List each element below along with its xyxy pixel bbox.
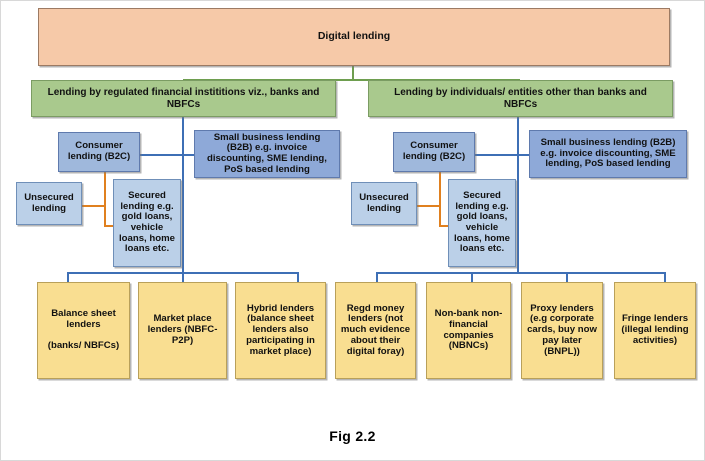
connector-root-horizontal — [183, 79, 520, 81]
connector-left-consumer-stem — [104, 172, 106, 187]
node-digital-lending[interactable]: Digital lending — [38, 8, 670, 66]
node-lending-by-regulated-institutions[interactable]: Lending by regulated financial instititi… — [31, 80, 336, 117]
connector-right-to-b2b — [517, 154, 530, 156]
connector-root-stem — [352, 66, 354, 80]
node-regd-money-lenders[interactable]: Regd money lenders (not much evidence ab… — [335, 282, 416, 379]
node-right-small-business-lending-b2b[interactable]: Small business lending (B2B) e.g. invoic… — [529, 130, 687, 178]
node-right-consumer-lending-b2c[interactable]: Consumer lending (B2C) — [393, 132, 475, 172]
connector-left-to-b2b — [182, 154, 195, 156]
node-left-unsecured-lending[interactable]: Unsecured lending — [16, 182, 82, 225]
node-lending-by-individuals-entities[interactable]: Lending by individuals/ entities other t… — [368, 80, 673, 117]
connector-left-trunk — [182, 117, 184, 273]
connector-left-leaf-drop-3 — [297, 272, 299, 282]
node-proxy-lenders[interactable]: Proxy lenders (e.g corporate cards, buy … — [521, 282, 603, 379]
connector-right-leaf-drop-3 — [566, 272, 568, 282]
node-left-secured-lending[interactable]: Secured lending e.g. gold loans, vehicle… — [113, 179, 181, 267]
node-left-consumer-lending-b2c[interactable]: Consumer lending (B2C) — [58, 132, 140, 172]
node-left-small-business-lending-b2b[interactable]: Small business lending (B2B) e.g. invoic… — [194, 130, 340, 178]
node-hybrid-lenders[interactable]: Hybrid lenders (balance sheet lenders al… — [235, 282, 326, 379]
connector-right-leaf-drop-4 — [664, 272, 666, 282]
node-non-bank-non-financial-companies[interactable]: Non-bank non-financial companies (NBNCs) — [426, 282, 511, 379]
node-balance-sheet-lenders[interactable]: Balance sheet lenders (banks/ NBFCs) — [37, 282, 130, 379]
connector-left-to-unsecured — [81, 205, 106, 207]
connector-left-to-secured — [104, 225, 114, 227]
connector-right-to-secured — [439, 225, 449, 227]
connector-left-leaf-drop-1 — [67, 272, 69, 282]
connector-left-leaf-drop-2 — [182, 272, 184, 282]
node-right-unsecured-lending[interactable]: Unsecured lending — [351, 182, 417, 225]
connector-right-leaf-bar — [376, 272, 666, 274]
connector-left-to-consumer — [140, 154, 183, 156]
connector-right-consumer-stem — [439, 172, 441, 187]
connector-right-leaf-drop-1 — [376, 272, 378, 282]
node-fringe-lenders[interactable]: Fringe lenders (illegal lending activiti… — [614, 282, 696, 379]
figure-caption: Fig 2.2 — [329, 428, 376, 444]
connector-right-leaf-drop-2 — [471, 272, 473, 282]
node-right-secured-lending[interactable]: Secured lending e.g. gold loans, vehicle… — [448, 179, 516, 267]
connector-right-to-consumer — [475, 154, 518, 156]
node-market-place-lenders[interactable]: Market place lenders (NBFC-P2P) — [138, 282, 227, 379]
connector-right-trunk — [517, 117, 519, 273]
connector-right-to-unsecured — [416, 205, 441, 207]
